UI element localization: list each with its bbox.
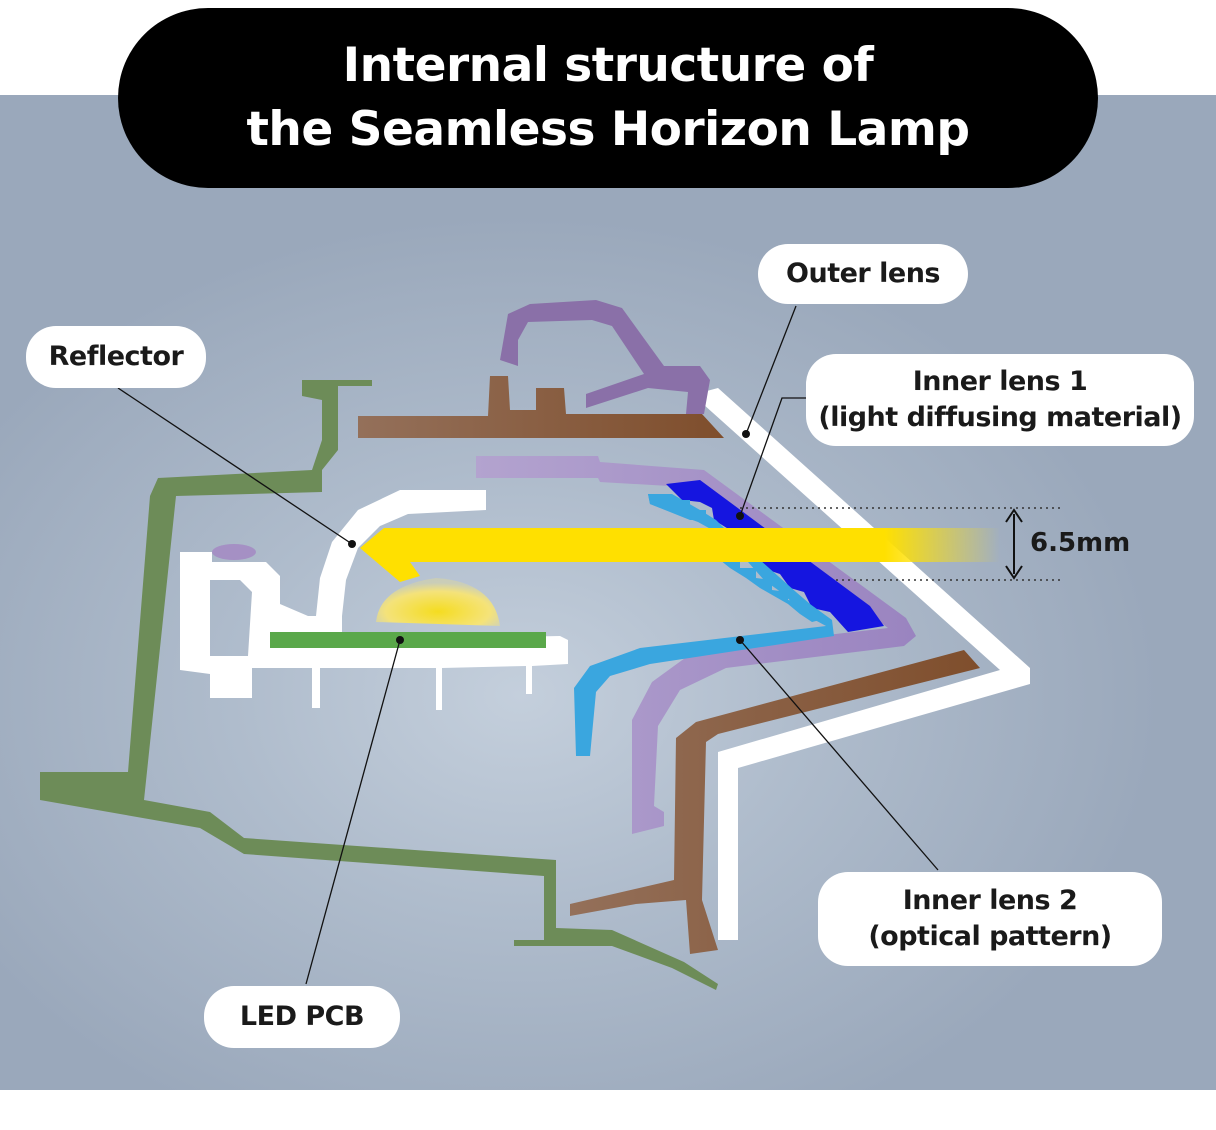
- led-holder: [180, 552, 568, 710]
- leader-led-pcb: [305, 639, 401, 985]
- leader-dots: [348, 430, 750, 644]
- light-beam: [360, 528, 1000, 582]
- leader-reflector: [117, 387, 353, 545]
- led-pcb-shape: [270, 632, 546, 648]
- label-outer-lens-text: Outer lens: [786, 258, 940, 289]
- arrow-head-up: [1005, 508, 1023, 523]
- label-inner-lens-1: Inner lens 1 (light diffusing material): [806, 354, 1194, 446]
- leader-outer-lens: [745, 305, 797, 435]
- optical-pattern-teeth-lower: [720, 560, 820, 622]
- label-inner-lens-2-line-1: Inner lens 2: [902, 885, 1078, 916]
- dot-reflector: [348, 540, 356, 548]
- lower-bezel: [570, 650, 980, 954]
- dot-led-pcb: [396, 636, 404, 644]
- label-outer-lens: Outer lens: [758, 244, 968, 304]
- label-led-pcb-text: LED PCB: [239, 1001, 365, 1032]
- dot-inner-lens-1: [736, 512, 744, 520]
- optical-pattern-teeth-upper: [648, 494, 706, 520]
- leader-inner-lens-1: [739, 397, 806, 517]
- led-glow: [376, 578, 500, 626]
- label-reflector-text: Reflector: [48, 341, 184, 372]
- led-holder-cap: [212, 544, 256, 560]
- title-banner: Internal structure of the Seamless Horiz…: [118, 8, 1098, 188]
- label-reflector: Reflector: [26, 326, 206, 388]
- reflector-shape: [316, 490, 486, 616]
- label-inner-lens-1-line-2: (light diffusing material): [818, 402, 1182, 433]
- dimension-value: 6.5mm: [1030, 528, 1131, 558]
- title-line-2: the Seamless Horizon Lamp: [246, 102, 970, 157]
- leader-lines: [117, 305, 939, 985]
- label-inner-lens-1-line-1: Inner lens 1: [912, 366, 1088, 397]
- leader-inner-lens-2: [739, 639, 939, 871]
- dot-inner-lens-2: [736, 636, 744, 644]
- outer-lens-shape: [703, 388, 1030, 940]
- label-led-pcb: LED PCB: [204, 986, 400, 1048]
- label-inner-lens-2-line-2: (optical pattern): [868, 921, 1112, 952]
- arrow-head-down: [1005, 565, 1023, 580]
- label-inner-lens-2: Inner lens 2 (optical pattern): [818, 872, 1162, 966]
- upper-bracket: [500, 300, 710, 414]
- title-line-1: Internal structure of: [342, 38, 874, 93]
- upper-bezel: [358, 376, 724, 438]
- dot-outer-lens: [742, 430, 750, 438]
